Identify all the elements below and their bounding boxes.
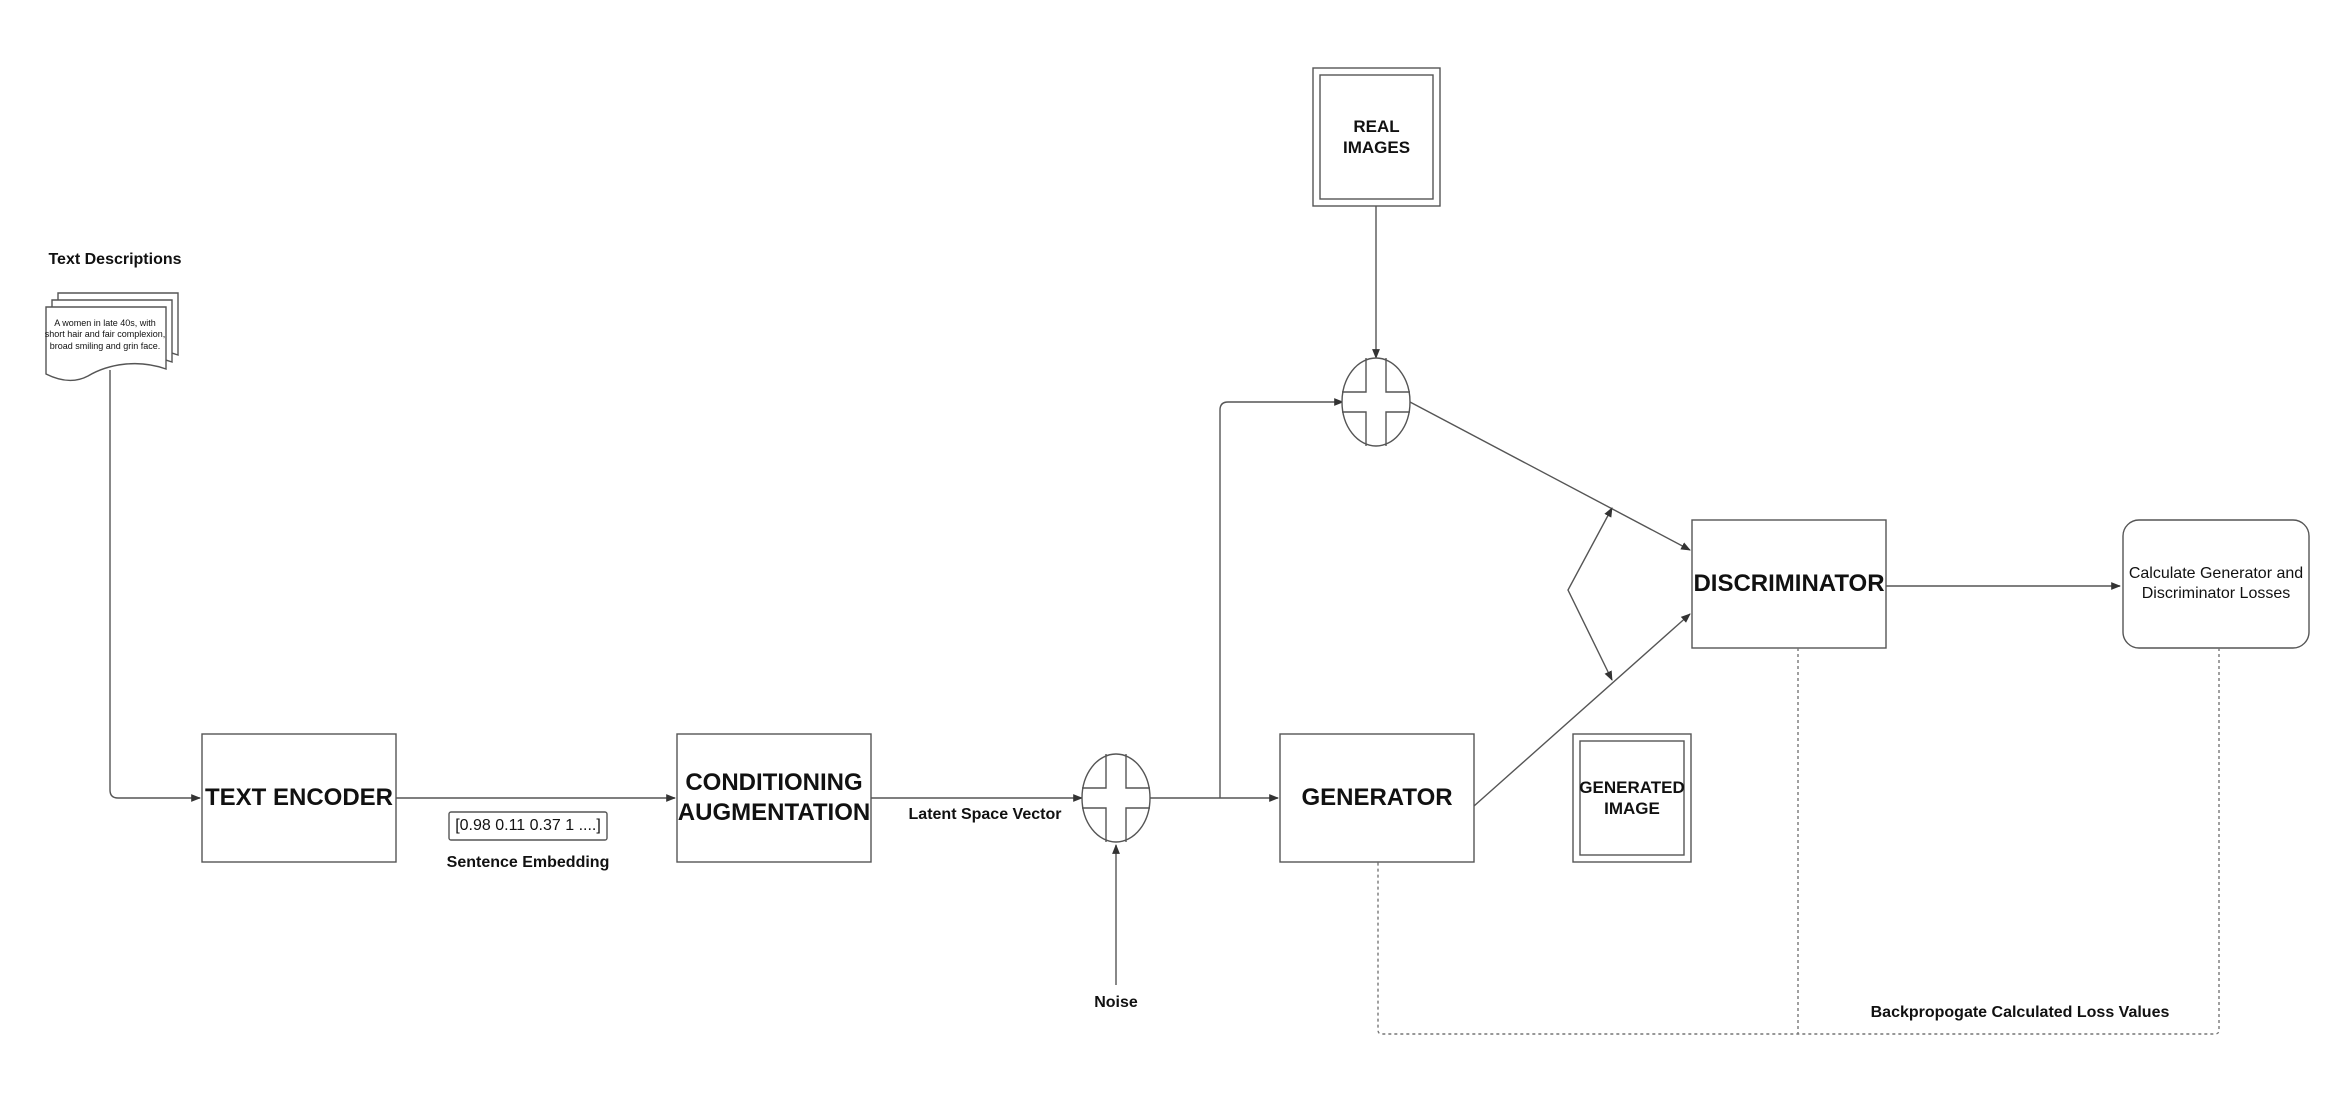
sentence-embedding-box [448,811,608,841]
sentence-embedding-vector: [0.98 0.11 0.37 1 ....] [455,817,601,834]
edge-text-to-encoder [109,370,201,802]
real-images-label: REAL IMAGES [1342,116,1411,157]
latent-space-vector-label: Latent Space Vector [908,806,1062,823]
losses-label: Calculate Generator and Discriminator Lo… [2128,565,2304,602]
sentence-embedding-label: Sentence Embedding [446,854,610,871]
edge-real-to-discriminator [1409,401,1691,551]
text-description-sample: A women in late 40s, with short hair and… [44,318,166,351]
conditioning-augmentation-box [676,733,872,863]
text-encoder-label: TEXT ENCODER [204,784,393,811]
generated-image-inner [1579,740,1685,856]
discriminator-label: DISCRIMINATOR [1693,570,1885,597]
backprop-label: Backpropogate Calculated Loss Values [1870,1004,2170,1021]
losses-box [2122,519,2310,649]
backprop-dashed-lines [1377,648,2220,1035]
generator-label: GENERATOR [1301,784,1453,811]
edge-generator-to-discriminator [1473,613,1691,807]
edge-swap-indicator [1567,507,1613,681]
generator-box [1279,733,1475,863]
conditioning-augmentation-label: CONDITIONING AUGMENTATION [677,769,871,826]
text-encoder-box [201,733,397,863]
combine-real-icon [1341,357,1411,447]
generated-image-label: GENERATED IMAGE [1579,777,1685,818]
real-images-inner [1319,74,1434,200]
discriminator-box [1691,519,1887,649]
text-descriptions-title: Text Descriptions [48,251,182,268]
noise-label: Noise [1094,994,1138,1011]
document-stack-icon [45,292,179,382]
edge-combiner-to-real-combiner [1219,398,1344,798]
combine-noise-icon [1081,753,1151,843]
